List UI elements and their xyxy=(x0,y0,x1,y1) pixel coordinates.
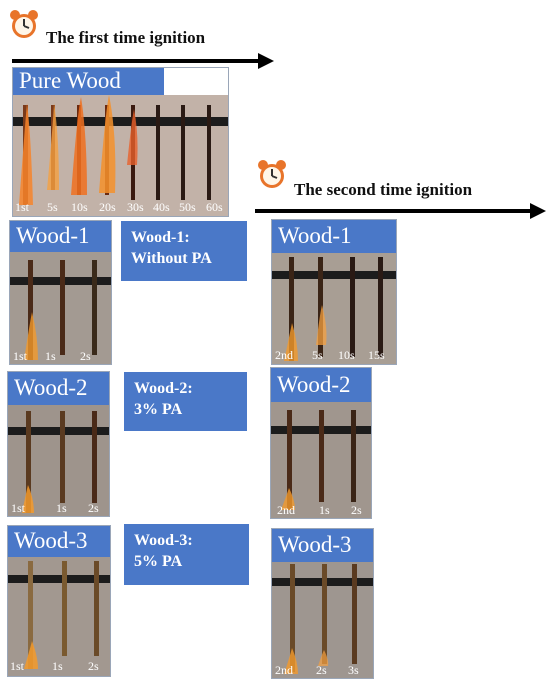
first-wood3-panel: Wood-3 1st 1s 2s xyxy=(7,525,111,677)
second-wood1-panel: Wood-1 2nd 5s 10s 15s xyxy=(271,219,397,365)
first-wood1-time-label: 2s xyxy=(80,349,91,363)
second-wood1-time-label: 2nd xyxy=(275,348,293,362)
pure-wood-title: Pure Wood xyxy=(13,68,164,95)
pure-wood-time-label: 20s xyxy=(99,200,116,214)
first-wood2-time-label: 1s xyxy=(56,501,67,515)
first-ignition-arrow-head xyxy=(258,53,274,69)
first-wood3-title: Wood-3 xyxy=(8,526,110,557)
first-wood1-time-label: 1st xyxy=(13,349,28,363)
second-wood2-time-label: 2s xyxy=(351,503,362,517)
first-wood2-time-label: 1st xyxy=(11,501,26,515)
second-wood3-time-label: 2nd xyxy=(275,663,293,677)
first-wood1-title: Wood-1 xyxy=(10,221,111,252)
second-wood2-photo xyxy=(271,402,371,518)
first-wood1-panel: Wood-1 1st 1s 2s xyxy=(9,220,112,365)
first-wood2-time-label: 2s xyxy=(88,501,99,515)
first-wood3-time-label: 2s xyxy=(88,659,99,673)
first-ignition-arrow xyxy=(12,59,262,63)
wood3-note-line1: Wood-3: xyxy=(134,532,193,549)
second-wood3-time-label: 3s xyxy=(348,663,359,677)
first-wood1-photo xyxy=(10,252,111,364)
first-wood2-panel: Wood-2 1st 1s 2s xyxy=(7,371,110,517)
second-ignition-heading: The second time ignition xyxy=(294,180,473,199)
first-ignition-heading: The first time ignition xyxy=(46,28,206,47)
first-wood1-time-label: 1s xyxy=(45,349,56,363)
pure-wood-time-label: 5s xyxy=(47,200,58,214)
pure-wood-photo xyxy=(13,95,228,216)
alarm-clock-icon xyxy=(8,8,38,38)
second-wood1-time-label: 15s xyxy=(368,348,385,362)
second-wood3-panel: Wood-3 2nd 2s 3s xyxy=(271,528,374,679)
second-wood1-time-label: 5s xyxy=(312,348,323,362)
alarm-clock-icon xyxy=(256,158,286,188)
second-wood1-title: Wood-1 xyxy=(272,220,396,253)
pure-wood-time-label: 1st xyxy=(15,200,30,214)
wood1-note: Wood-1: Without PA xyxy=(121,221,247,281)
wood2-note-line2: 3% PA xyxy=(134,401,183,418)
first-wood2-photo xyxy=(8,405,109,516)
second-ignition-arrow xyxy=(255,209,533,213)
second-wood2-title: Wood-2 xyxy=(271,368,371,402)
pure-wood-time-label: 40s xyxy=(153,200,170,214)
wood2-note: Wood-2: 3% PA xyxy=(124,372,247,431)
second-wood1-time-label: 10s xyxy=(338,348,355,362)
second-ignition-arrow-head xyxy=(530,203,546,219)
pure-wood-time-label: 30s xyxy=(127,200,144,214)
first-wood3-time-label: 1s xyxy=(52,659,63,673)
pure-wood-time-label: 60s xyxy=(206,200,223,214)
pure-wood-panel: Pure Wood 1st 5s 10s 20s 30s 40s 50s xyxy=(12,67,229,217)
wood3-note: Wood-3: 5% PA xyxy=(124,524,249,585)
first-wood2-title: Wood-2 xyxy=(8,372,109,405)
wood1-note-line2: Without PA xyxy=(131,250,212,267)
second-wood3-title: Wood-3 xyxy=(272,529,373,562)
second-wood3-time-label: 2s xyxy=(316,663,327,677)
wood2-note-line1: Wood-2: xyxy=(134,380,193,397)
second-wood2-time-label: 2nd xyxy=(277,503,295,517)
second-wood2-time-label: 1s xyxy=(319,503,330,517)
pure-wood-time-label: 50s xyxy=(179,200,196,214)
pure-wood-time-label: 10s xyxy=(71,200,88,214)
first-wood3-photo xyxy=(8,557,110,676)
first-wood3-time-label: 1st xyxy=(10,659,25,673)
second-wood1-photo xyxy=(272,253,396,364)
wood3-note-line2: 5% PA xyxy=(134,553,183,570)
wood1-note-line1: Wood-1: xyxy=(131,229,190,246)
second-wood2-panel: Wood-2 2nd 1s 2s xyxy=(270,367,372,519)
second-wood3-photo xyxy=(272,562,373,678)
